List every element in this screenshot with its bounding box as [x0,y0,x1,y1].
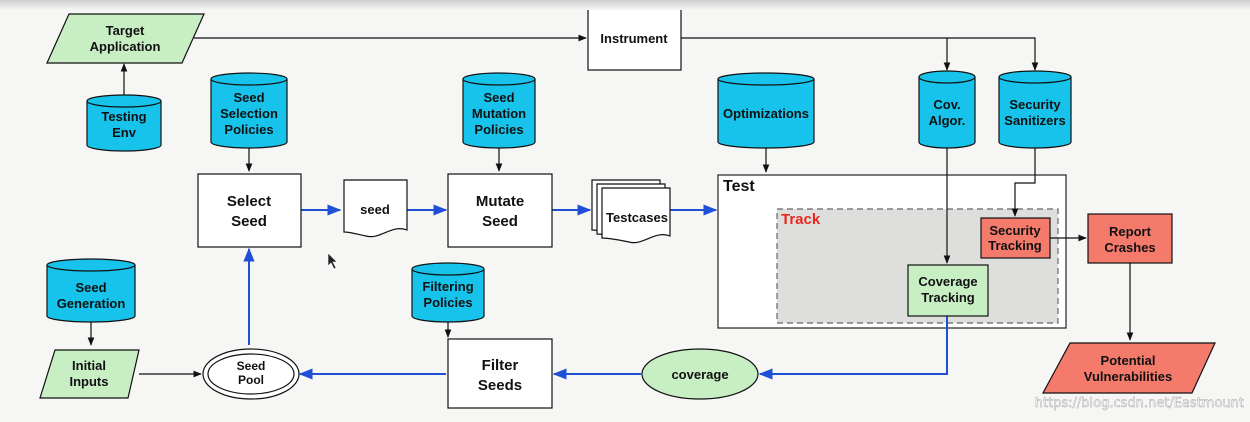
node-initial-inputs-shape [39,349,140,399]
cylinder-testing-env [86,94,162,152]
cylinder-cov-algor [918,70,976,149]
watermark-text: https://blog.csdn.net/Eastmount [1035,396,1244,411]
label-test: Test [723,178,755,195]
label-instrument: Instrument [600,31,668,46]
label-optimizations: Optimizations [723,106,809,121]
node-instrument-shape [587,6,682,71]
node-coverage-tracking-shape [907,264,989,317]
cylinder-seed-generation [46,258,136,323]
node-select-seed-shape [197,173,302,248]
label-seed: seed [360,202,390,217]
arrow-covtracking-to-coverage [758,316,948,380]
arrow-instrument-to-cov [681,37,951,71]
node-filter-seeds-shape [447,338,553,409]
node-security-tracking-shape [980,217,1051,259]
node-mutate-seed-shape [447,173,553,248]
node-target-application-shape [46,13,205,64]
window-top-shadow [0,0,1250,10]
arrow-instrument-to-sanitizers [947,37,1039,71]
node-potential-vulnerabilities-shape [1041,342,1216,394]
cylinder-seed-selection-policies [210,72,288,149]
node-testcases-shape [591,179,671,244]
blue-connectors [243,204,948,380]
mouse-cursor-icon [327,252,338,270]
cylinder-optimizations [717,72,815,149]
node-seed-pool-shape [202,348,300,400]
label-track: Track [781,211,821,228]
label-cov-algor: Cov.Algor. [929,97,966,128]
label-coverage: coverage [671,367,728,382]
node-report-crashes-shape [1087,213,1173,264]
cylinder-seed-mutation-policies [462,72,536,149]
black-connectors [87,34,1134,378]
arrow-sanitizers-to-sectracking [1011,148,1036,217]
label-testcases: Testcases [606,210,668,225]
node-seed-shape [343,179,408,238]
node-coverage-shape [641,348,759,400]
cylinder-filtering-policies [411,262,485,323]
cylinder-security-sanitizers [998,70,1072,149]
